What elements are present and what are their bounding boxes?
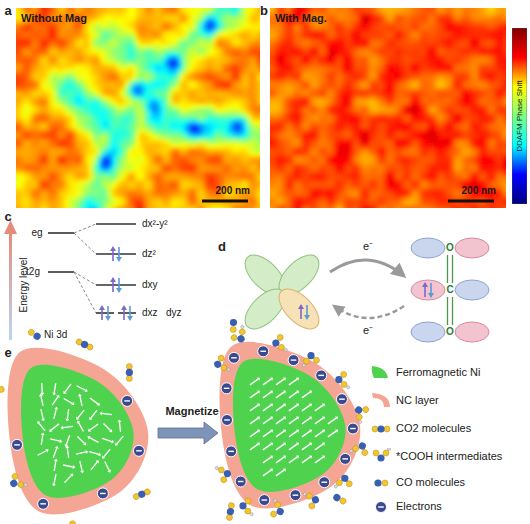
- legend-label: CO2 molecules: [396, 423, 471, 434]
- legend-swatch: [370, 392, 392, 408]
- electron-label: e⁻: [363, 325, 373, 336]
- color-scale-bar: DDAFM Phase Shift: [512, 28, 527, 204]
- orbital-label: dyz: [166, 308, 182, 318]
- process-label: Magnetize: [165, 406, 218, 417]
- orbital-set-label: eg: [31, 228, 42, 238]
- legend-label: CO molecules: [396, 477, 465, 488]
- legend-swatch: [370, 364, 392, 380]
- atom-label: O: [446, 327, 454, 337]
- particle-illustration: [0, 319, 372, 524]
- legend-swatch: [370, 474, 392, 490]
- panel-letter: d: [218, 240, 226, 253]
- panel-letter: a: [4, 4, 11, 17]
- axis-label: Energy level: [19, 257, 29, 312]
- legend-label: Ferromagnetic Ni: [396, 367, 480, 378]
- panel-letter: e: [4, 346, 11, 359]
- orbital-label: dx²-y²: [142, 219, 168, 229]
- panel-letter: c: [4, 210, 11, 223]
- orbital-interaction: [238, 238, 489, 342]
- orbital-set-label: t2g: [26, 267, 40, 277]
- scale-bar-label: 200 nm: [216, 186, 250, 196]
- orbital-label: dz²: [142, 249, 156, 259]
- orbital-label: Ni 3d: [44, 330, 67, 340]
- energy-level-diagram: [4, 220, 136, 340]
- color-bar-title: DDAFM Phase Shift: [516, 80, 524, 152]
- map-title: With Mag.: [275, 13, 327, 24]
- legend-swatch: [370, 420, 392, 436]
- atom-label: C: [446, 285, 453, 295]
- legend-swatch: [370, 448, 392, 464]
- scale-bar-label: 200 nm: [462, 186, 496, 196]
- afm-phase-map: Without Mag 200 nm: [16, 8, 260, 208]
- legend-label: NC layer: [396, 395, 439, 406]
- electron-label: e⁻: [363, 241, 373, 252]
- phase-map-image: [270, 8, 506, 208]
- phase-map-image: [16, 8, 260, 208]
- orbital-label: dxz: [142, 308, 158, 318]
- afm-phase-map: With Mag. 200 nm: [270, 8, 506, 208]
- legend-label: Electrons: [396, 501, 442, 512]
- map-title: Without Mag: [21, 13, 87, 24]
- atom-label: O: [446, 243, 454, 253]
- legend-swatch: [370, 498, 392, 514]
- legend-label: *COOH intermediates: [396, 451, 502, 462]
- panel-letter: b: [260, 4, 268, 17]
- orbital-label: dxy: [142, 280, 158, 290]
